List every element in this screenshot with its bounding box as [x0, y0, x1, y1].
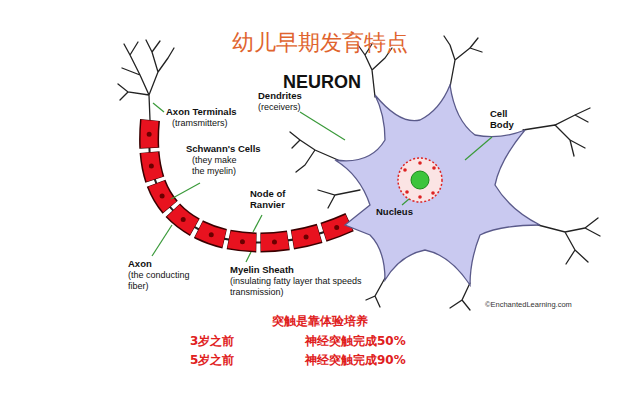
note-text: 3岁之前 [190, 334, 270, 348]
part-name: Axon Terminals [166, 106, 266, 117]
note-text: 神经突触完成50% [305, 334, 455, 348]
part-name: Schwann's Cells [186, 143, 276, 154]
myelin-segments [149, 120, 350, 242]
part-note: (receivers) [258, 102, 328, 113]
part-note: (the conducting fiber) [128, 270, 208, 292]
note-text: 5岁之前 [190, 353, 270, 367]
axon-fiber [149, 120, 350, 242]
axon-terminals [118, 40, 174, 120]
part-note: (insulating fatty layer that speeds tran… [230, 276, 362, 298]
part-note: (tramsmitters) [172, 118, 272, 129]
part-name: Axon [128, 258, 188, 269]
note-text: 突触是靠体验培养 [230, 314, 410, 328]
diagram-title: 幼儿早期发育特点 [200, 30, 440, 56]
part-name: Cell Body [490, 108, 524, 131]
part-name: Node of Ranvier [250, 188, 296, 211]
nucleus [398, 158, 442, 202]
part-name: Myelin Sheath [230, 264, 330, 275]
part-name: Dendrites [258, 90, 328, 101]
watermark: ©EnchantedLearning.com [485, 300, 605, 309]
leader-lines [152, 103, 492, 262]
myelin-outline [149, 120, 350, 242]
schwann-nuclei [149, 120, 350, 242]
part-name: Nucleus [376, 206, 426, 217]
part-note: (they make the myelin) [192, 155, 250, 177]
cell-body [335, 85, 540, 285]
note-text: 神经突触完成90% [305, 353, 455, 367]
